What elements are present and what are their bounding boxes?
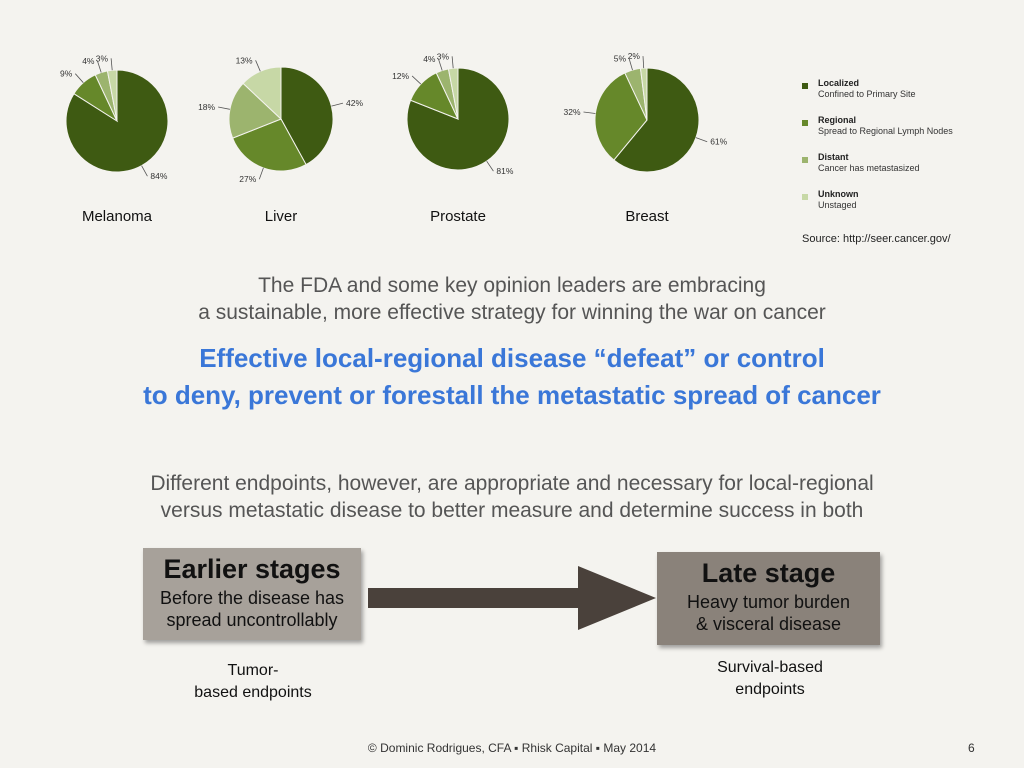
page-number: 6 <box>968 741 975 755</box>
footer-credit: © Dominic Rodrigues, CFA ▪ Rhisk Capital… <box>367 741 657 755</box>
pie-leader-line <box>218 106 230 110</box>
source-citation: Source: http://seer.cancer.gov/ <box>802 233 951 245</box>
legend-title: Regional <box>818 115 857 125</box>
headline-line: to deny, prevent or forestall the metast… <box>143 380 881 410</box>
pie-data-label: 27% <box>239 174 256 184</box>
legend-desc: Confined to Primary Site <box>818 89 916 99</box>
pie-data-label: 4% <box>82 56 95 66</box>
pie-data-label: 61% <box>710 137 727 147</box>
pie-data-label: 12% <box>392 71 409 81</box>
pie-data-label: 32% <box>563 107 580 117</box>
stage-desc-line: Heavy tumor burden <box>686 592 851 612</box>
pie-slice-melanoma-localized <box>65 69 169 173</box>
legend-swatch-localized <box>802 83 808 89</box>
pie-chart-name: Breast <box>625 208 669 225</box>
endpoints-note: Different endpoints, however, are approp… <box>0 470 1024 524</box>
pie-leader-line <box>331 102 344 107</box>
endpoint-line: Survival-based <box>717 659 823 676</box>
chart-legend: Localized Confined to Primary Site Regio… <box>802 78 1002 226</box>
legend-desc: Spread to Regional Lymph Nodes <box>818 126 953 136</box>
legend-item-distant: Distant Cancer has metastasized <box>802 152 1002 174</box>
endpoint-line: Tumor- <box>227 662 279 679</box>
pie-leader-line <box>486 160 494 172</box>
legend-title: Unknown <box>818 189 859 199</box>
tumor-endpoints-label: Tumor- based endpoints <box>163 660 343 704</box>
pie-leader-line <box>628 58 633 71</box>
survival-endpoints-label: Survival-based endpoints <box>670 657 870 701</box>
headline-line: Effective local-regional disease “defeat… <box>199 343 825 373</box>
pie-leader-line <box>255 60 261 72</box>
legend-item-localized: Localized Confined to Primary Site <box>802 78 1002 100</box>
pie-slice-breast-regional <box>594 72 648 161</box>
progression-arrow <box>368 566 656 630</box>
legend-swatch-distant <box>802 157 808 163</box>
pie-leader-line <box>583 111 596 114</box>
pie-chart-name: Liver <box>265 208 298 225</box>
stage-desc-line: spread uncontrollably <box>166 610 338 630</box>
headline: Effective local-regional disease “defeat… <box>0 340 1024 414</box>
pie-leader-line <box>642 56 645 69</box>
late-stage-box: Late stage Heavy tumor burden & visceral… <box>657 552 880 645</box>
pie-leader-line <box>411 75 422 85</box>
endpoint-line: based endpoints <box>194 684 312 701</box>
intro-line: a sustainable, more effective strategy f… <box>198 301 826 324</box>
pie-leader-line <box>110 58 113 71</box>
legend-item-unknown: Unknown Unstaged <box>802 189 1002 211</box>
pie-leader-line <box>75 73 84 83</box>
pie-slice-liver-distant <box>228 82 282 139</box>
stage-desc-line: & visceral disease <box>695 614 842 634</box>
pie-leader-line <box>438 58 443 71</box>
note-line: versus metastatic disease to better meas… <box>160 499 864 522</box>
endpoint-line: endpoints <box>735 681 805 698</box>
pie-slice-liver-localized <box>280 66 334 166</box>
pie-leader-line <box>695 137 708 143</box>
pie-data-label: 3% <box>96 53 109 63</box>
pie-data-label: 13% <box>236 55 253 65</box>
pie-leader-line <box>258 167 264 180</box>
pie-leader-line <box>451 56 454 69</box>
earlier-stages-box: Earlier stages Before the disease has sp… <box>143 548 361 640</box>
pie-data-label: 84% <box>150 171 167 181</box>
legend-title: Distant <box>818 152 849 162</box>
pie-chart-name: Melanoma <box>82 208 153 225</box>
pie-data-label: 81% <box>496 166 513 176</box>
pie-slice-breast-unknown <box>639 67 648 121</box>
pie-slice-melanoma-unknown <box>106 69 118 122</box>
pie-charts: 84%9%4%3%Melanoma42%27%18%13%Liver81%12%… <box>60 51 728 225</box>
pie-data-label: 42% <box>346 98 363 108</box>
pie-leader-line <box>97 60 102 73</box>
legend-item-regional: Regional Spread to Regional Lymph Nodes <box>802 115 1002 137</box>
pie-data-label: 2% <box>628 51 641 61</box>
stage-desc-line: Before the disease has <box>159 588 345 608</box>
legend-swatch-regional <box>802 120 808 126</box>
pie-leader-line <box>141 165 148 177</box>
pie-data-label: 9% <box>60 69 73 79</box>
pie-data-label: 18% <box>198 102 215 112</box>
note-line: Different endpoints, however, are approp… <box>150 472 874 495</box>
stage-desc: Heavy tumor burden & visceral disease <box>657 591 880 635</box>
legend-desc: Unstaged <box>818 200 857 210</box>
stage-desc: Before the disease has spread uncontroll… <box>143 587 361 631</box>
intro-line: The FDA and some key opinion leaders are… <box>258 274 766 297</box>
legend-swatch-unknown <box>802 194 808 200</box>
pie-data-label: 3% <box>437 51 450 61</box>
pie-slice-prostate-unknown <box>447 67 459 120</box>
arrow-shape <box>368 566 656 630</box>
pie-chart-name: Prostate <box>430 208 486 225</box>
legend-title: Localized <box>818 78 860 88</box>
pie-data-label: 4% <box>423 54 436 64</box>
pie-data-label: 5% <box>614 54 627 64</box>
stage-title: Late stage <box>701 558 836 588</box>
pie-slice-liver-regional <box>232 118 307 172</box>
legend-desc: Cancer has metastasized <box>818 163 920 173</box>
intro-text: The FDA and some key opinion leaders are… <box>0 272 1024 326</box>
stage-title: Earlier stages <box>163 554 341 584</box>
